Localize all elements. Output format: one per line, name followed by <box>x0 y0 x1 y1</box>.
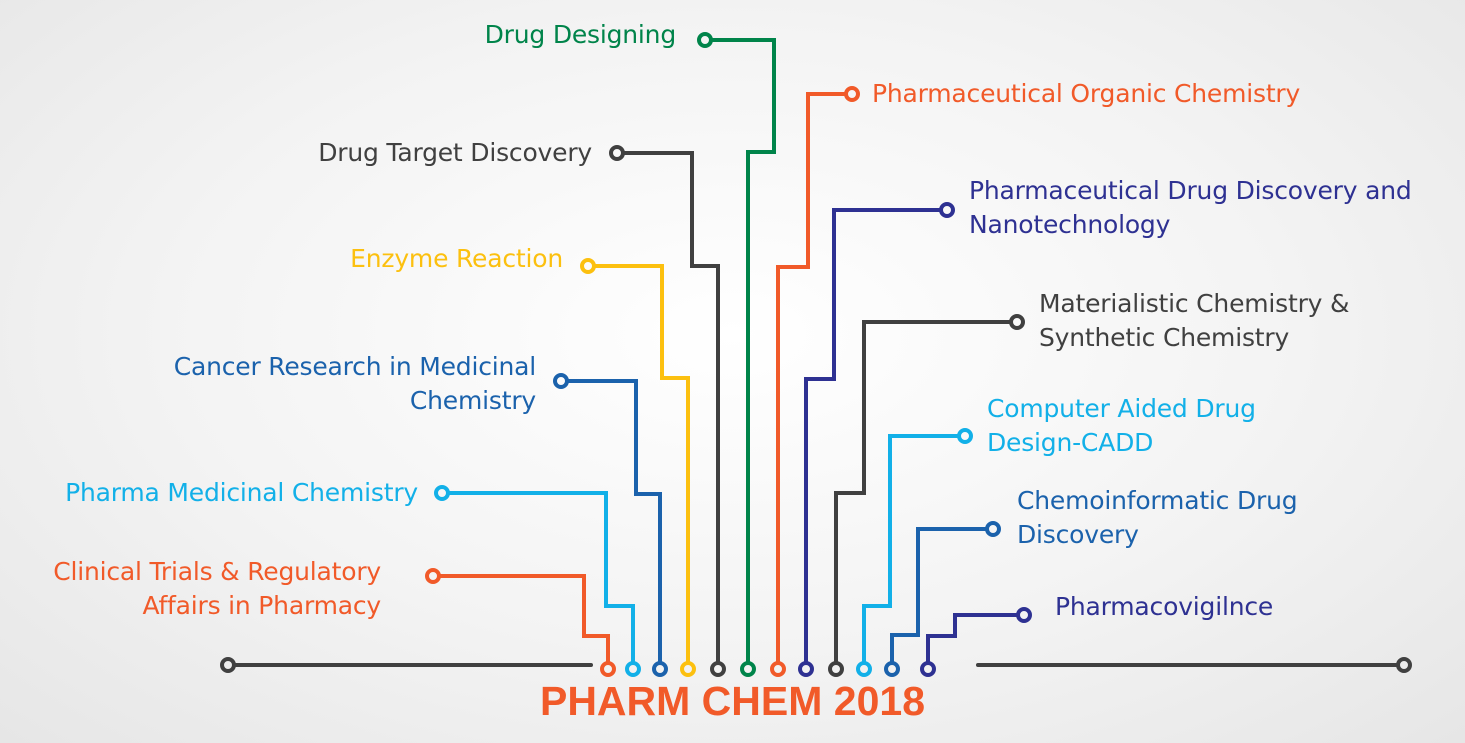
base-node-drug-target-discovery <box>710 661 726 677</box>
label-node-computer-aided-drug-design <box>957 428 973 444</box>
topic-label-drug-designing: Drug Designing <box>484 18 677 52</box>
label-node-drug-designing <box>697 32 713 48</box>
topic-label-line: Cancer Research in Medicinal <box>173 352 536 381</box>
topic-label-line: Affairs in Pharmacy <box>142 591 381 620</box>
topic-label-pharmacovigilance: Pharmacovigilnce <box>1055 590 1273 624</box>
topic-label-line: Pharmaceutical Organic Chemistry <box>872 79 1301 108</box>
base-node-materialistic-synthetic-chemistry <box>828 661 844 677</box>
wire-pharmaceutical-organic-chemistry <box>776 92 846 663</box>
label-node-clinical-trials-regulatory <box>425 568 441 584</box>
diagram-title: PHARM CHEM 2018 <box>539 678 926 724</box>
label-node-drug-target-discovery <box>609 145 625 161</box>
base-node-pharmacovigilance <box>920 661 936 677</box>
wire-pharma-medicinal-chemistry <box>448 491 635 663</box>
topic-label-line: Materialistic Chemistry & <box>1039 289 1350 318</box>
topic-label-line: Chemistry <box>409 386 536 415</box>
wire-pharmacovigilance <box>926 613 1018 663</box>
label-node-pharma-medicinal-chemistry <box>434 485 450 501</box>
topic-label-line: Drug Target Discovery <box>318 138 592 167</box>
label-node-pharmacovigilance <box>1016 607 1032 623</box>
label-node-chemoinformatic-drug-discovery <box>985 521 1001 537</box>
wire-materialistic-synthetic-chemistry <box>834 320 1011 663</box>
base-node-pharmaceutical-organic-chemistry <box>770 661 786 677</box>
base-node-pharmaceutical-drug-discovery-nanotechnology <box>798 661 814 677</box>
wire-computer-aided-drug-design <box>862 434 959 663</box>
base-node-pharma-medicinal-chemistry <box>625 661 641 677</box>
wire-chemoinformatic-drug-discovery <box>890 527 987 663</box>
topic-label-line: Design-CADD <box>987 428 1154 457</box>
base-node-chemoinformatic-drug-discovery <box>884 661 900 677</box>
label-node-enzyme-reaction <box>580 258 596 274</box>
topic-label-line: Discovery <box>1017 520 1139 549</box>
topic-label-line: Pharmacovigilnce <box>1055 592 1274 621</box>
topic-label-line: Computer Aided Drug <box>987 394 1256 423</box>
topic-label-line: Drug Designing <box>484 20 677 49</box>
topic-label-line: Pharma Medicinal Chemistry <box>65 478 418 507</box>
baseline-left-end-node <box>220 657 236 673</box>
label-node-pharmaceutical-organic-chemistry <box>844 86 860 102</box>
wire-drug-target-discovery <box>623 151 720 663</box>
topic-label-line: Clinical Trials & Regulatory <box>53 557 381 586</box>
base-node-cancer-research-medicinal-chemistry <box>652 661 668 677</box>
wire-pharmaceutical-drug-discovery-nanotechnology <box>804 208 941 663</box>
topic-label-line: Enzyme Reaction <box>350 244 563 273</box>
topic-label-line: Pharmaceutical Drug Discovery and <box>969 176 1412 205</box>
base-node-drug-designing <box>740 661 756 677</box>
wire-clinical-trials-regulatory <box>439 574 610 663</box>
base-node-computer-aided-drug-design <box>856 661 872 677</box>
label-node-pharmaceutical-drug-discovery-nanotechnology <box>939 202 955 218</box>
topic-label-line: Chemoinformatic Drug <box>1017 486 1298 515</box>
topic-label-enzyme-reaction: Enzyme Reaction <box>350 242 563 276</box>
topic-label-pharma-medicinal-chemistry: Pharma Medicinal Chemistry <box>65 476 418 510</box>
wire-cancer-research-medicinal-chemistry <box>567 379 662 663</box>
wire-drug-designing <box>711 38 776 663</box>
topic-label-drug-target-discovery: Drug Target Discovery <box>318 136 592 170</box>
topic-label-pharmaceutical-organic-chemistry: Pharmaceutical Organic Chemistry <box>872 77 1300 111</box>
base-node-enzyme-reaction <box>680 661 696 677</box>
topic-label-materialistic-synthetic-chemistry: Materialistic Chemistry & Synthetic Chemi… <box>1039 287 1349 355</box>
base-node-clinical-trials-regulatory <box>600 661 616 677</box>
label-node-cancer-research-medicinal-chemistry <box>553 373 569 389</box>
baseline-right-end-node <box>1396 657 1412 673</box>
wire-enzyme-reaction <box>594 264 690 663</box>
label-node-materialistic-synthetic-chemistry <box>1009 314 1025 330</box>
topic-label-line: Nanotechnology <box>969 210 1171 239</box>
topic-label-line: Synthetic Chemistry <box>1039 323 1290 352</box>
